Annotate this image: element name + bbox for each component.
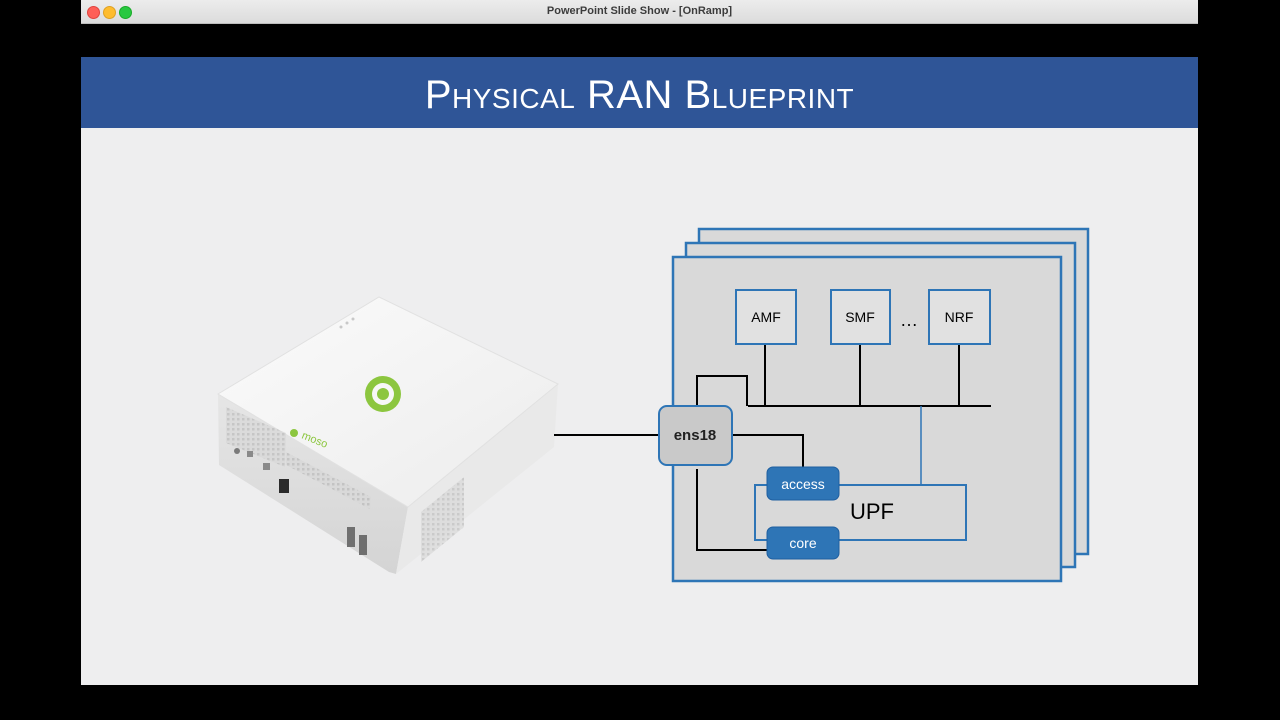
smf-box	[830, 289, 891, 345]
amf-box	[735, 289, 797, 345]
ens18-interface	[658, 405, 733, 466]
device-port	[263, 463, 270, 470]
device-usb-port	[279, 479, 289, 493]
amf-label: AMF	[751, 309, 781, 325]
upf-label: UPF	[850, 499, 894, 524]
window-title: PowerPoint Slide Show - [OnRamp]	[546, 5, 733, 17]
device-vent-right	[421, 477, 464, 562]
device-vent-front	[286, 452, 371, 509]
nrf-label: NRF	[945, 309, 974, 325]
title-banner: Physical RAN Blueprint	[81, 57, 1198, 128]
zoom-window-button[interactable]	[119, 6, 132, 19]
device-port	[247, 451, 253, 457]
slide[interactable]: Physical RAN Blueprint	[81, 57, 1198, 685]
moso-logo-small-icon	[290, 429, 298, 437]
minimize-window-button[interactable]	[103, 6, 116, 19]
ran-blueprint-diagram: moso AMF SMF … NRF	[217, 227, 1090, 583]
access-port	[766, 466, 840, 501]
antenna-connector-icon	[347, 527, 355, 547]
small-cell-device: moso	[217, 296, 559, 574]
title-bar: PowerPoint Slide Show - [OnRamp]	[81, 0, 1198, 24]
core-port-label: core	[789, 535, 816, 551]
antenna-connector-icon	[359, 535, 367, 555]
more-functions-ellipsis: …	[900, 310, 918, 330]
ens18-label: ens18	[674, 427, 717, 444]
device-port	[234, 448, 240, 454]
access-port-label: access	[781, 476, 825, 492]
nrf-box	[928, 289, 991, 345]
slide-title: Physical RAN Blueprint	[424, 73, 855, 117]
slideshow-window: PowerPoint Slide Show - [OnRamp] Physica…	[81, 0, 1198, 720]
device-vent-left	[226, 407, 286, 467]
close-window-button[interactable]	[87, 6, 100, 19]
core-port	[766, 526, 840, 560]
smf-label: SMF	[845, 309, 875, 325]
